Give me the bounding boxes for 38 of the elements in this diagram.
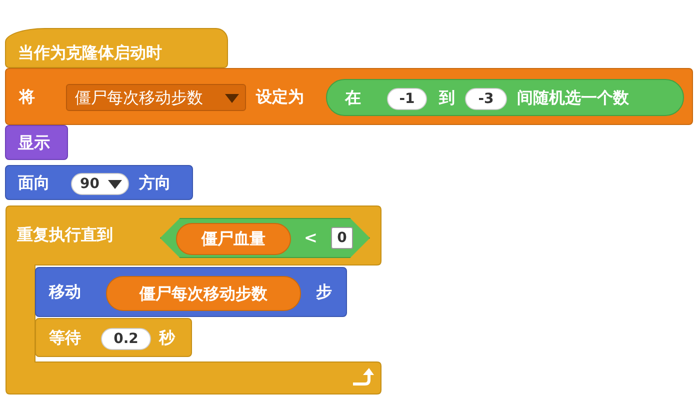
dropdown-field: [66, 84, 246, 111]
block-label: 当作为克隆体启动时: [18, 43, 162, 63]
hat-block: [5, 28, 228, 68]
block-label: 僵尸血量: [200, 229, 266, 249]
input-value: 90: [80, 175, 100, 194]
block-label: 间随机选一个数: [517, 88, 629, 108]
block-label: 将: [19, 86, 35, 106]
number-field: [465, 88, 507, 110]
block-label: 显示: [18, 132, 50, 152]
number-field: [387, 88, 427, 110]
block-label: 步: [316, 282, 332, 302]
block-label: 方向: [139, 172, 171, 192]
block-label: 到: [439, 88, 455, 108]
command-block: [5, 125, 68, 160]
number-field: [101, 328, 151, 350]
block-label: 僵尸每次移动步数: [75, 88, 203, 108]
block-label: 等待: [49, 328, 81, 348]
variable-reporter: [176, 223, 291, 255]
reporter-block: [326, 79, 684, 116]
block-label: 在: [345, 88, 361, 108]
block-label: 僵尸每次移动步数: [138, 284, 268, 304]
block-label: 移动: [49, 282, 81, 302]
number-field: [331, 227, 353, 249]
command-block: [5, 68, 693, 125]
input-value: 0: [336, 229, 348, 248]
input-value: -3: [477, 90, 495, 109]
number-dropdown-field: [71, 173, 129, 195]
command-block: [35, 267, 347, 317]
block-label: <: [304, 228, 318, 248]
variable-reporter: [106, 276, 301, 311]
input-value: -1: [398, 90, 416, 109]
block-label: 面向: [18, 172, 50, 192]
block-label: 设定为: [256, 86, 304, 106]
block-label: 秒: [159, 328, 175, 348]
block-label: 重复执行直到: [17, 225, 113, 245]
command-block: [5, 165, 193, 200]
input-value: 0.2: [112, 330, 140, 349]
command-block: [35, 318, 192, 357]
